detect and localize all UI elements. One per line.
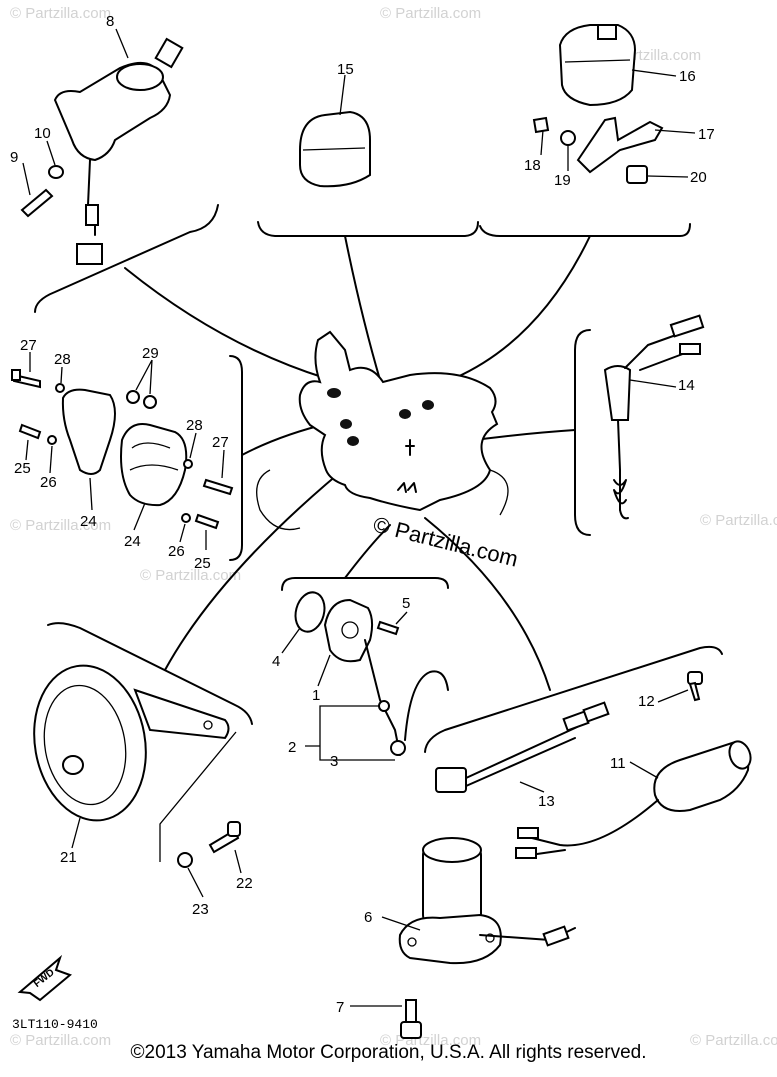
part-27-bolt-right xyxy=(202,478,234,496)
callout-26b: 26 xyxy=(168,543,185,560)
callout-5: 5 xyxy=(402,595,410,612)
callout-14: 14 xyxy=(678,377,695,394)
part-4-o-ring xyxy=(294,591,326,633)
part-28-washer-right xyxy=(183,459,193,469)
callout-12: 12 xyxy=(638,693,655,710)
part-26-washer-left xyxy=(47,435,57,445)
part-17-bracket xyxy=(576,116,664,174)
callout-26a: 26 xyxy=(40,474,57,491)
callout-leaders xyxy=(22,28,696,1007)
watermark-text: © Partzilla.com xyxy=(10,1032,111,1049)
part-14-switch xyxy=(603,314,705,520)
callout-27a: 27 xyxy=(20,337,37,354)
part-16-flasher xyxy=(558,24,637,107)
part-13-wire-lead xyxy=(435,701,610,793)
callout-22: 22 xyxy=(236,875,253,892)
part-10-washer xyxy=(48,165,64,179)
callout-23: 23 xyxy=(192,901,209,918)
central-assembly: © Partzilla.com xyxy=(256,330,521,572)
callout-10: 10 xyxy=(34,125,51,142)
diagram-code: 3LT110-9410 xyxy=(12,1017,98,1032)
watermark-text: © Partzilla.com xyxy=(10,517,111,534)
callout-7: 7 xyxy=(336,999,344,1016)
watermark-text: © Partzilla.com xyxy=(380,5,481,22)
watermark-text: © Partzilla.com xyxy=(700,512,777,529)
part-23-nut xyxy=(177,852,193,868)
part-12-screw xyxy=(687,671,703,702)
callout-28a: 28 xyxy=(54,351,71,368)
part-5-screw xyxy=(376,620,400,636)
callout-6: 6 xyxy=(364,909,372,926)
part-24-lens-left xyxy=(61,388,116,475)
watermark-text: © Partzilla.com xyxy=(690,1032,777,1049)
part-19-nut xyxy=(560,130,576,146)
callout-24b: 24 xyxy=(124,533,141,550)
part-8-main-switch xyxy=(53,37,184,265)
part-20-grommet xyxy=(626,165,648,184)
part-28-washer-left xyxy=(55,383,65,393)
callout-13: 13 xyxy=(538,793,555,810)
callout-9: 9 xyxy=(10,149,18,166)
callout-15: 15 xyxy=(337,61,354,78)
callout-8: 8 xyxy=(106,13,114,30)
part-21-horn xyxy=(33,664,230,822)
part-29-nuts xyxy=(126,390,157,409)
fwd-arrow-icon: FWD xyxy=(17,954,72,1002)
part-22-bolt xyxy=(208,821,241,854)
callout-11: 11 xyxy=(610,755,626,772)
part-9-screw xyxy=(20,188,54,218)
part-2-3-sensor-lead xyxy=(364,639,449,756)
callout-16: 16 xyxy=(679,68,696,85)
part-15-relay xyxy=(299,110,371,188)
watermark-text: © Partzilla.com xyxy=(10,5,111,22)
part-25-screw-right xyxy=(194,513,220,530)
callout-1: 1 xyxy=(312,687,320,704)
center-watermark: © Partzilla.com xyxy=(371,512,521,572)
callout-labels: 8 9 10 15 16 17 18 19 20 14 27 28 29 28 … xyxy=(10,13,715,1016)
part-11-switch xyxy=(515,740,752,859)
callout-27b: 27 xyxy=(212,434,229,451)
callout-18: 18 xyxy=(524,157,541,174)
part-6-component xyxy=(398,837,576,965)
part-24-lens-right xyxy=(120,423,188,507)
part-1-cover xyxy=(323,598,374,663)
copyright-notice: ©2013 Yamaha Motor Corporation, U.S.A. A… xyxy=(130,1042,647,1063)
part-27-bolt-left xyxy=(11,369,41,389)
part-18-screw xyxy=(532,116,550,134)
part-7-bolt xyxy=(400,999,422,1039)
callout-25b: 25 xyxy=(194,555,211,572)
callout-19: 19 xyxy=(554,172,571,189)
callout-17: 17 xyxy=(698,126,715,143)
callout-24a: 24 xyxy=(80,513,97,530)
callout-3: 3 xyxy=(330,753,338,770)
callout-21: 21 xyxy=(60,849,77,866)
callout-29: 29 xyxy=(142,345,159,362)
callout-4: 4 xyxy=(272,653,280,670)
callout-25a: 25 xyxy=(14,460,31,477)
part-25-screw-left xyxy=(18,423,42,440)
callout-28b: 28 xyxy=(186,417,203,434)
watermark-text: © Partzilla.com xyxy=(140,567,241,584)
callout-2: 2 xyxy=(288,739,296,756)
callout-20: 20 xyxy=(690,169,707,186)
part-26-washer-right xyxy=(181,513,191,523)
